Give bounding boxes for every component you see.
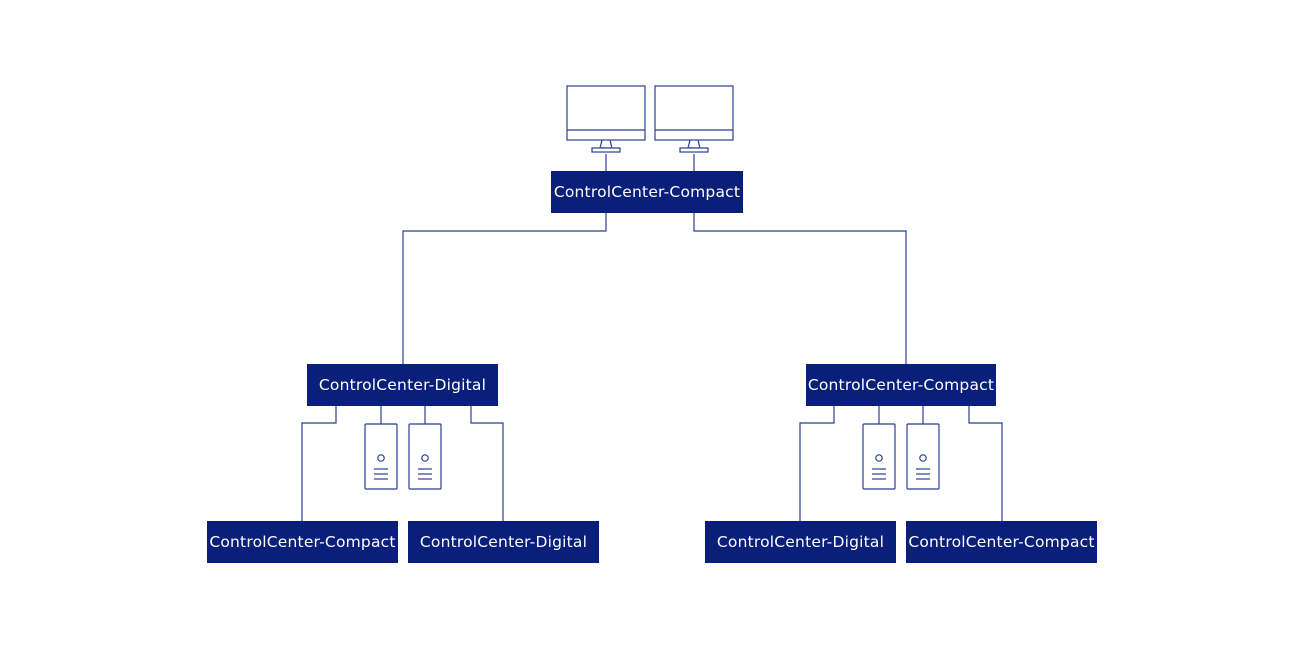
root-node-label: ControlCenter-Compact [553, 183, 741, 201]
computer-tower-icon [862, 423, 896, 490]
connector-root-left-hub [402, 212, 607, 364]
connector-left-hub-leaf-2 [470, 405, 504, 521]
leaf-node-box-3: ControlCenter-Digital [705, 521, 896, 563]
right-hub-node-label: ControlCenter-Compact [807, 376, 995, 394]
leaf-node-box-1: ControlCenter-Compact [207, 521, 398, 563]
right-hub-node-box: ControlCenter-Compact [806, 364, 996, 406]
leaf-node-label-1: ControlCenter-Compact [209, 533, 396, 551]
monitor-icon [566, 85, 646, 153]
connector-right-hub-leaf-3 [799, 405, 835, 521]
leaf-node-label-3: ControlCenter-Digital [716, 533, 885, 551]
leaf-node-label-4: ControlCenter-Compact [908, 533, 1095, 551]
connector-left-hub-leaf-1 [301, 405, 337, 521]
leaf-node-box-4: ControlCenter-Compact [906, 521, 1097, 563]
computer-tower-icon [408, 423, 442, 490]
computer-tower-icon [364, 423, 398, 490]
computer-tower-icon [906, 423, 940, 490]
monitor-icon [654, 85, 734, 153]
left-hub-node-label: ControlCenter-Digital [318, 376, 487, 394]
leaf-node-label-2: ControlCenter-Digital [419, 533, 588, 551]
leaf-node-box-2: ControlCenter-Digital [408, 521, 599, 563]
connector-right-hub-leaf-4 [968, 405, 1003, 521]
left-hub-node-box: ControlCenter-Digital [307, 364, 498, 406]
connector-root-right-hub [693, 212, 907, 364]
root-node-box: ControlCenter-Compact [551, 171, 743, 213]
